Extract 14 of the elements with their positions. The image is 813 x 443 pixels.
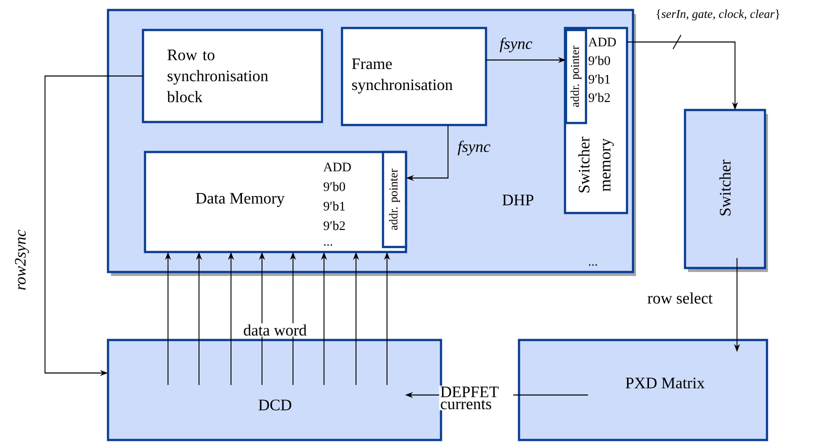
process-box: Row to synchronisation block [142, 28, 324, 124]
edge-label: DEPFET currents [439, 386, 514, 410]
switcher-box: Switcher [684, 108, 768, 272]
edge-label: fsync [500, 38, 532, 52]
process-box: Frame synchronisation [340, 26, 488, 126]
edge-label: fsync [458, 140, 490, 156]
ellipsis-label: ... [589, 264, 598, 266]
pointer-box: addr. pointer [382, 150, 408, 248]
edge-label: row2sync [15, 230, 30, 290]
matrix-box: PXD Matrix [518, 338, 768, 442]
edge-label: row select [648, 292, 713, 304]
edge-label: data word [242, 323, 308, 337]
pointer-box: addr. pointer [564, 28, 588, 124]
edge-label: {serIn, gate, clock, clear} [656, 10, 780, 20]
